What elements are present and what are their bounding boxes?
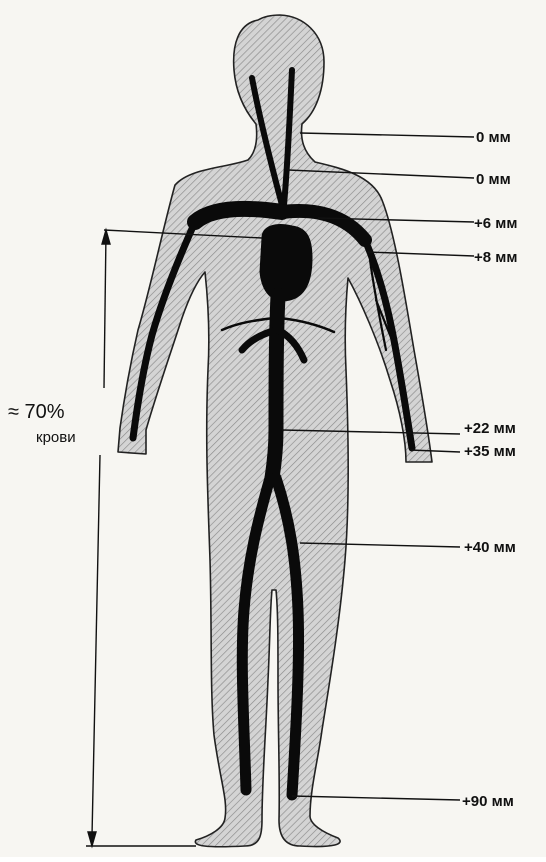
pressure-label: +35 мм — [464, 443, 516, 460]
pressure-label: +22 мм — [464, 420, 516, 437]
pointer-plus90mm — [292, 796, 460, 800]
pressure-label: 0 мм — [476, 129, 511, 146]
pressure-label: +40 мм — [464, 539, 516, 556]
vena-cava — [272, 295, 278, 478]
scale-line-lower — [92, 455, 100, 836]
pressure-label: +8 мм — [474, 249, 517, 266]
heart — [260, 225, 312, 301]
pressure-labels: 0 мм 0 мм +6 мм +8 мм +22 мм +35 мм +40 … — [462, 129, 517, 810]
scale-line-upper — [104, 232, 106, 388]
blood-share-label: ≈ 70% крови — [8, 401, 76, 446]
pressure-label: +90 мм — [462, 793, 514, 810]
scale-arrow-up — [102, 230, 110, 244]
blood-share-percent: ≈ 70% — [8, 401, 65, 423]
blood-volume-scale — [88, 230, 110, 846]
scale-arrow-down — [88, 832, 96, 846]
pointer-0mm-top — [300, 133, 474, 137]
pressure-label: 0 мм — [476, 171, 511, 188]
blood-share-word: крови — [36, 429, 76, 446]
pressure-label: +6 мм — [474, 215, 517, 232]
